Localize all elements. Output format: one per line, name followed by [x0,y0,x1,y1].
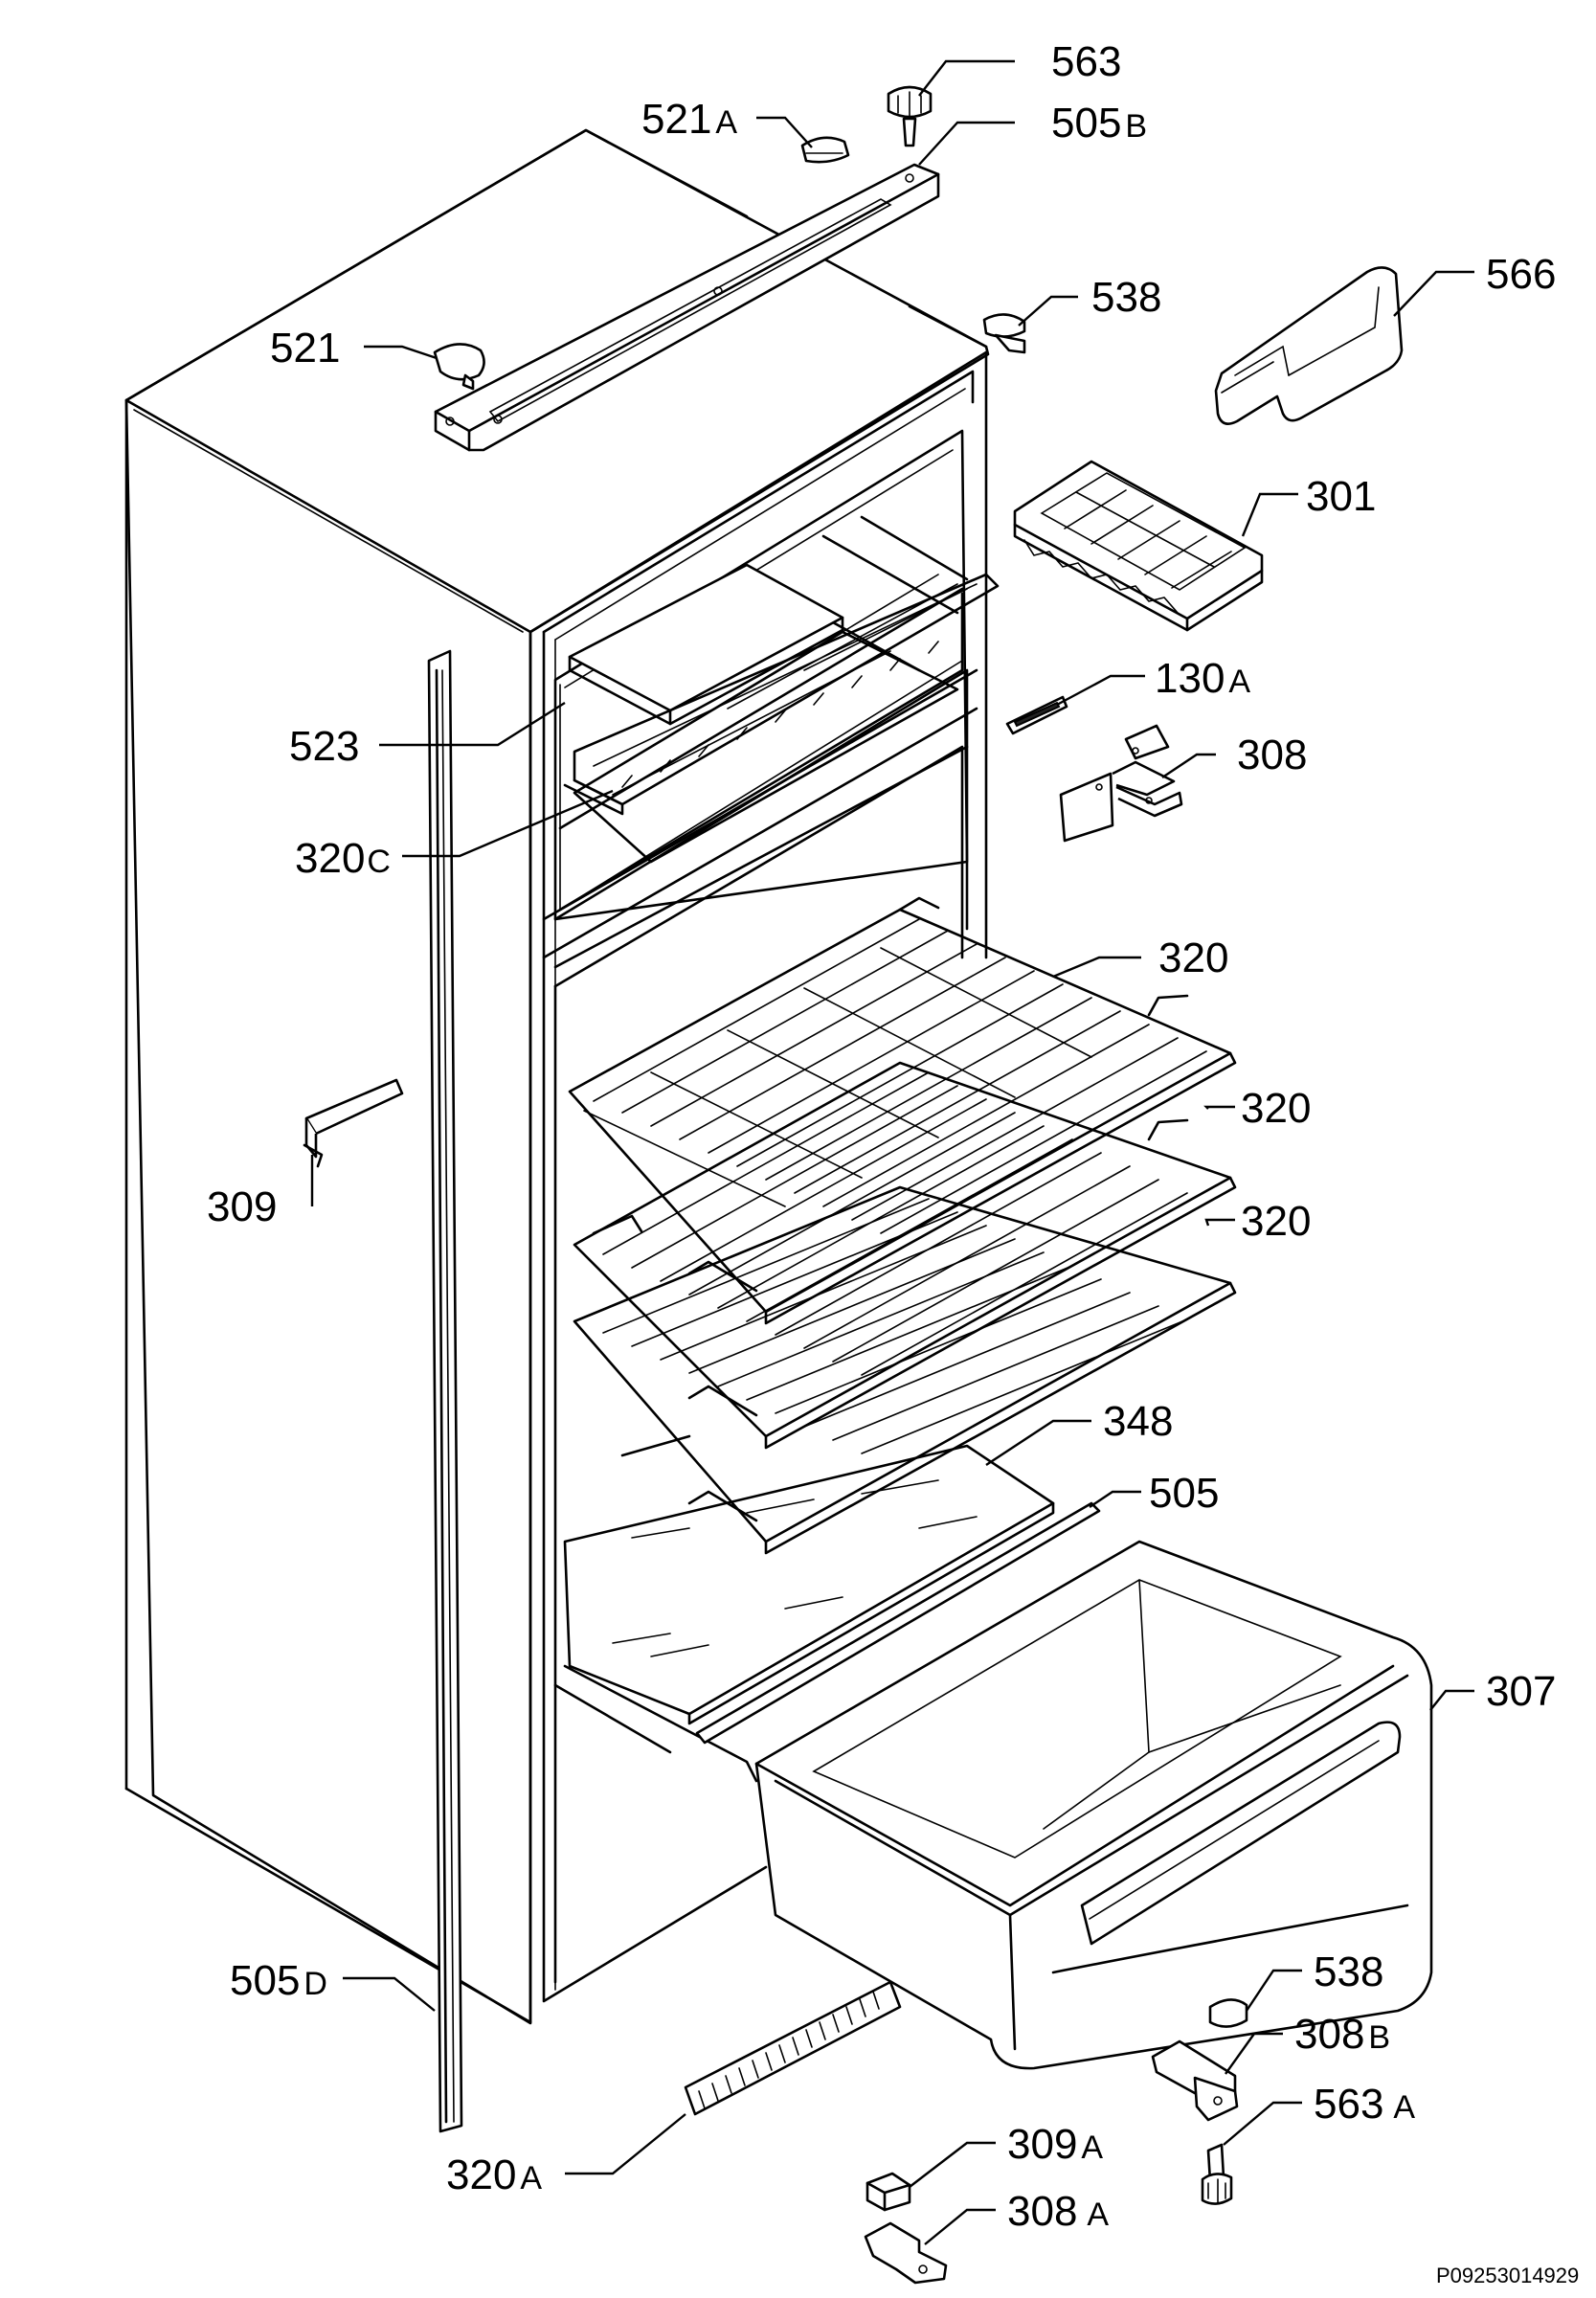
label-320-3: 320 [1241,1198,1311,1245]
label-309: 309 [207,1183,277,1230]
cover-538-bottom [1208,1998,1248,2028]
label-538-bottom: 538 [1314,1949,1383,1995]
hinge-308a [864,2221,948,2285]
label-521: 521 [270,325,340,372]
crisper-drawer-307 [754,1540,1433,2070]
hinge-bar-505b [434,163,940,452]
bracket-309 [303,1078,404,1168]
wire-shelf-320-bottom [573,1185,1237,1555]
label-301: 301 [1306,473,1376,520]
label-320-1: 320 [1158,935,1228,981]
hinge-308 [1059,724,1183,843]
freezer-shelf-320c [563,515,1000,864]
label-348: 348 [1103,1398,1173,1445]
label-505: 505 [1149,1470,1219,1517]
wire-shelf-320-top [568,896,1237,1325]
label-538-top: 538 [1091,274,1161,321]
hinge-pin-563 [887,85,933,147]
grille-320a [684,1980,902,2116]
leader-lines [310,59,1474,2245]
plate-130a [1005,695,1068,735]
ice-tray-301 [1013,460,1264,632]
label-308: 308 [1237,732,1307,778]
reference-code: P09253014929 [1436,2264,1579,2287]
label-563: 563 [1051,38,1121,85]
rod-505 [695,1501,1101,1745]
hinge-cover-521 [433,343,485,391]
glass-shelf-348 [563,1444,1055,1725]
door-seal-505d [427,649,463,2133]
label-523: 523 [289,723,359,770]
hinge-308b [1151,2039,1239,2122]
freezer-plate-523 [568,563,844,726]
hinge-cover-521a [800,136,850,164]
cabinet-body [124,128,990,2025]
label-566: 566 [1486,251,1556,298]
cover-538-top [982,313,1026,354]
label-320c: 320C [295,835,391,882]
wire-shelf-320-middle [573,1061,1237,1450]
pin-563a [1201,2143,1233,2205]
ice-scoop-566 [1214,266,1404,425]
bracket-309a [865,2172,911,2212]
label-320-2: 320 [1241,1085,1311,1132]
label-307: 307 [1486,1668,1556,1715]
